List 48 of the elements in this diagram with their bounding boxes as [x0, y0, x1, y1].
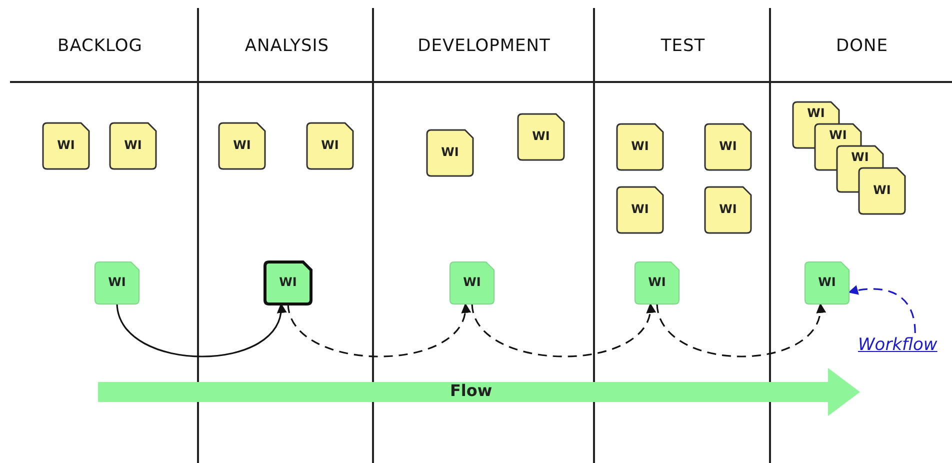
- column-header: TEST: [660, 36, 706, 56]
- card-label: WI: [462, 275, 482, 289]
- card-label: WI: [107, 275, 127, 289]
- column-header: DEVELOPMENT: [418, 36, 550, 56]
- arrow-label: Flow: [450, 381, 492, 400]
- work-item-card: [265, 262, 311, 304]
- column-header: DONE: [836, 36, 888, 56]
- card-label: WI: [817, 275, 837, 289]
- work-item-card: [450, 262, 494, 304]
- card-label: WI: [806, 106, 826, 120]
- card-label: WI: [123, 138, 143, 152]
- work-item-card: [859, 168, 905, 214]
- work-item-card: [427, 130, 473, 176]
- work-item-card: [805, 262, 849, 304]
- card-label: WI: [828, 128, 848, 142]
- arrow: [848, 285, 916, 334]
- card-label: WI: [320, 138, 340, 152]
- column-header: ANALYSIS: [244, 36, 330, 56]
- card-label: WI: [850, 150, 870, 164]
- card-label: WI: [630, 202, 650, 216]
- card-label: WI: [440, 145, 460, 159]
- work-item-card: [95, 262, 139, 304]
- work-item-card: [307, 123, 353, 169]
- work-item-card: [635, 262, 679, 304]
- card-label: WI: [232, 138, 252, 152]
- card-label: WI: [872, 183, 892, 197]
- work-item-card: [705, 124, 751, 170]
- work-item-card: [518, 114, 564, 160]
- work-item-card: [219, 123, 265, 169]
- card-label: WI: [647, 275, 667, 289]
- arrow: [656, 303, 824, 358]
- work-item-card: [617, 124, 663, 170]
- work-item-card: [617, 187, 663, 233]
- card-label: WI: [630, 139, 650, 153]
- card-label: WI: [56, 138, 76, 152]
- arrow: [471, 303, 654, 358]
- work-item-card: [705, 187, 751, 233]
- arrow: [116, 303, 285, 358]
- work-item-card: [43, 123, 89, 169]
- flow-arrow: [98, 368, 860, 416]
- card-label: WI: [531, 129, 551, 143]
- card-label: WI: [718, 202, 738, 216]
- card-label: WI: [718, 139, 738, 153]
- column-header: BACKLOG: [58, 36, 142, 56]
- workflow-link: Workflow: [858, 335, 938, 355]
- arrow: [287, 303, 470, 358]
- work-item-card: [110, 123, 156, 169]
- card-label: WI: [278, 275, 298, 289]
